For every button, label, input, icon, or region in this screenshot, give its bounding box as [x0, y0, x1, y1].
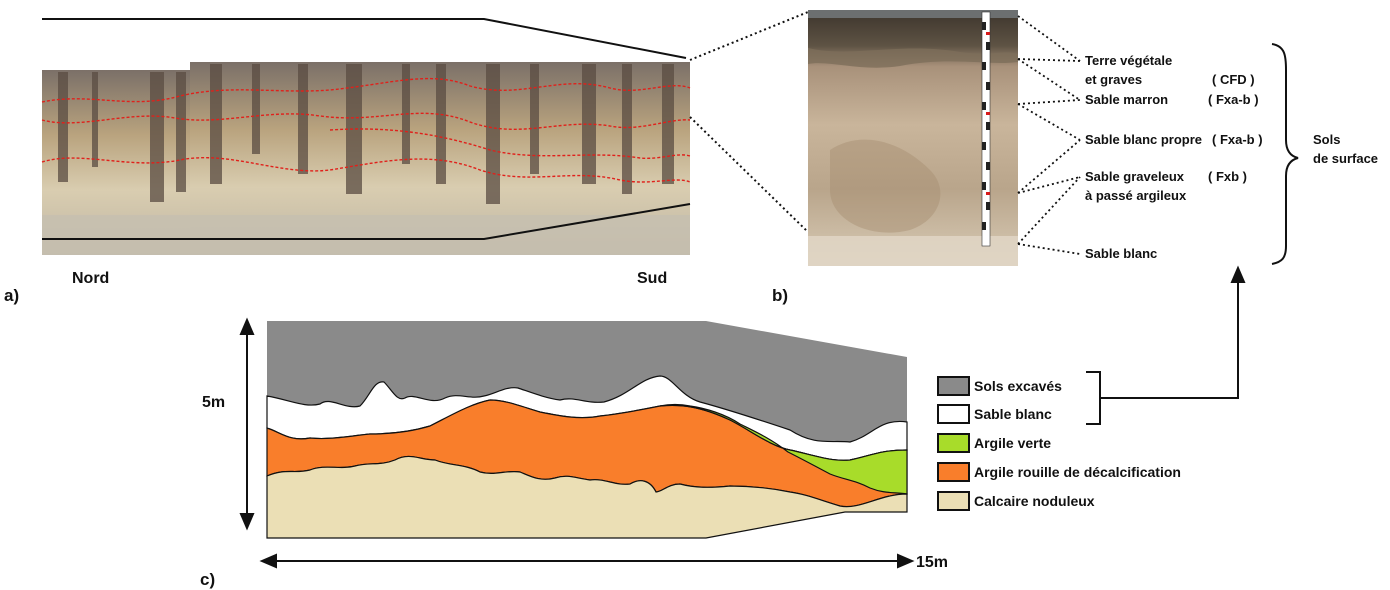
legend: Sols excavés Sable blanc Argile verte Ar…	[937, 376, 1181, 511]
layer-4-name: Sable graveleux	[1085, 169, 1185, 184]
layer-calcaire-noduleux	[266, 455, 908, 539]
excavation-wall-photo	[41, 62, 691, 255]
panel-b-letter: b)	[772, 286, 788, 305]
brace-label-line2: de surface	[1313, 151, 1378, 166]
soil-profile-photo	[808, 10, 1018, 266]
legend-swatch-argile-rouille	[937, 462, 970, 482]
layer-argile-verte	[659, 403, 908, 495]
height-arrow	[239, 317, 255, 531]
panel-a-letter: a)	[4, 286, 19, 305]
layer-sols-excaves	[267, 321, 907, 442]
width-label: 15m	[916, 554, 948, 571]
panel-a-bottom-outline	[42, 203, 691, 240]
layer-3-name: Sable blanc propre	[1085, 132, 1202, 147]
layer-label-1: Terre végétale et graves ( CFD )	[1085, 53, 1255, 87]
layer-1-name-line2: et graves	[1085, 72, 1142, 87]
legend-item-argile-verte: Argile verte	[937, 433, 1051, 453]
legend-label-sols-excaves: Sols excavés	[974, 378, 1062, 394]
layer-2-name: Sable marron	[1085, 92, 1168, 107]
layer-3-code: ( Fxa-b )	[1212, 132, 1263, 147]
layer-label-5: Sable blanc	[1085, 246, 1157, 261]
panel-a-top-outline	[42, 18, 687, 59]
layer-4-name-line2: à passé argileux	[1085, 188, 1187, 203]
legend-swatch-calcaire-noduleux	[937, 491, 970, 511]
legend-label-argile-verte: Argile verte	[974, 435, 1051, 451]
panel-b: Terre végétale et graves ( CFD ) Sable m…	[772, 10, 1378, 305]
legend-label-calcaire-noduleux: Calcaire noduleux	[974, 493, 1095, 509]
width-arrow	[259, 553, 915, 569]
surface-soils-brace	[1271, 43, 1299, 265]
layer-label-4: Sable graveleux à passé argileux ( Fxb )	[1085, 169, 1247, 203]
layer-2-code: ( Fxa-b )	[1208, 92, 1259, 107]
measuring-rod	[981, 11, 991, 247]
legend-swatch-argile-verte	[937, 433, 970, 453]
legend-to-brace-connector	[1086, 265, 1246, 425]
panel-c: 5m 15m c) Sols excavés Sable blanc Argil…	[200, 265, 1246, 589]
legend-item-argile-rouille: Argile rouille de décalcification	[937, 462, 1181, 482]
panel-a: Nord Sud a)	[4, 18, 691, 305]
legend-swatch-sable-blanc	[937, 404, 970, 424]
panel-c-letter: c)	[200, 570, 215, 589]
legend-item-sols-excaves: Sols excavés	[937, 376, 1062, 396]
layer-1-name: Terre végétale	[1085, 53, 1172, 68]
south-label: Sud	[637, 270, 667, 287]
layer-label-3: Sable blanc propre ( Fxa-b )	[1085, 132, 1263, 147]
panel-a-b-connectors	[689, 11, 809, 233]
legend-item-sable-blanc: Sable blanc	[937, 404, 1052, 424]
layer-label-2: Sable marron ( Fxa-b )	[1085, 92, 1259, 107]
legend-item-calcaire-noduleux: Calcaire noduleux	[937, 491, 1095, 511]
layer-5-name: Sable blanc	[1085, 246, 1157, 261]
legend-label-argile-rouille: Argile rouille de décalcification	[974, 464, 1181, 480]
height-label: 5m	[202, 394, 225, 411]
brace-label-line1: Sols	[1313, 132, 1340, 147]
layer-leader-lines	[1017, 15, 1081, 255]
layer-1-code: ( CFD )	[1212, 72, 1255, 87]
legend-swatch-sols-excaves	[937, 376, 970, 396]
layer-4-code: ( Fxb )	[1208, 169, 1247, 184]
north-label: Nord	[72, 270, 109, 287]
legend-label-sable-blanc: Sable blanc	[974, 406, 1052, 422]
